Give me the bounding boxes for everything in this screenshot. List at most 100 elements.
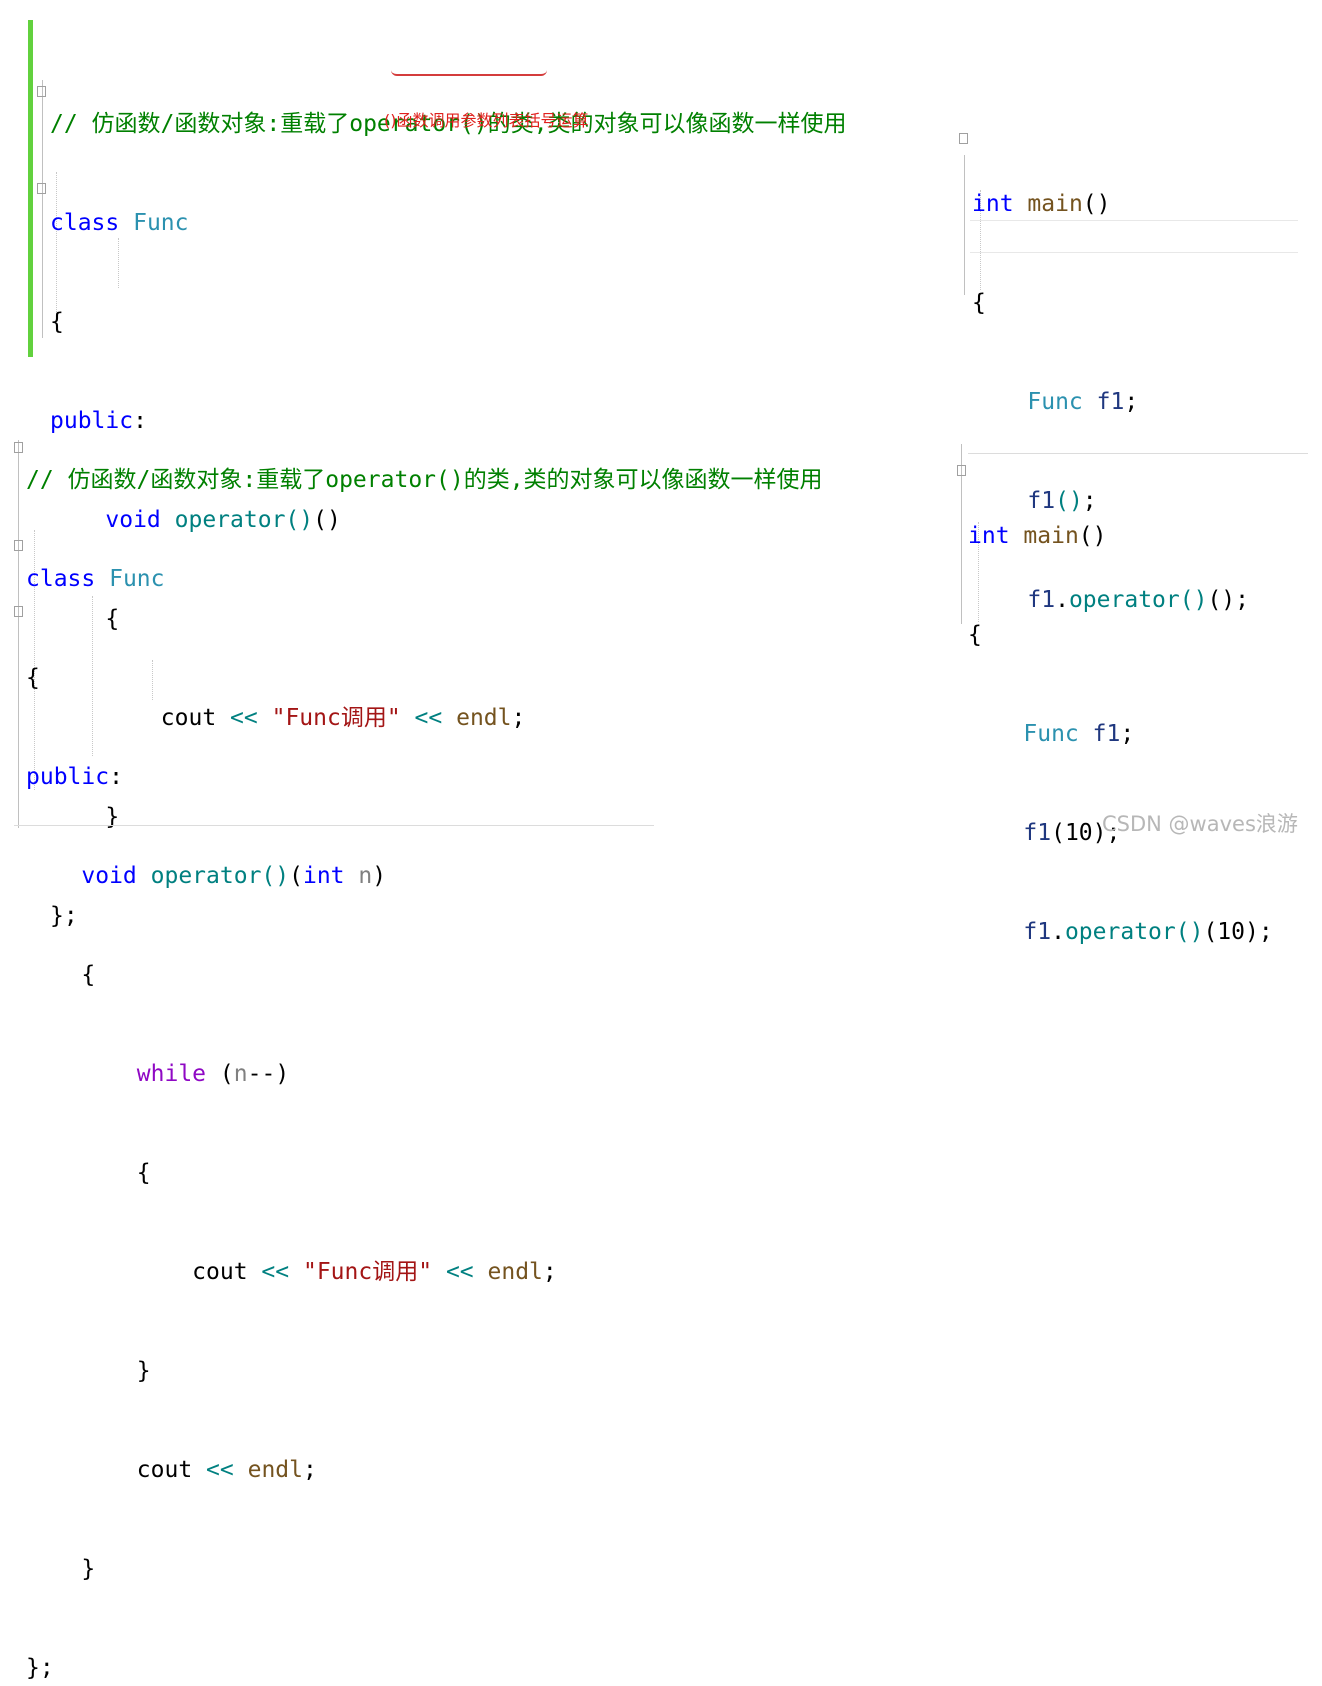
semicolon: ;	[511, 705, 526, 731]
operator-name: operator	[150, 863, 262, 889]
paren: (	[289, 863, 303, 889]
indent-guide	[34, 530, 35, 790]
paren: )	[275, 1061, 290, 1087]
colon: :	[133, 408, 147, 434]
operator-name: operator	[1064, 919, 1176, 945]
shift-op: <<	[230, 705, 258, 731]
call-parens: ()	[1055, 488, 1083, 514]
dot: .	[1051, 919, 1065, 945]
keyword-int: int	[972, 191, 1014, 217]
keyword-int: int	[968, 523, 1010, 549]
brace: {	[50, 309, 64, 335]
keyword-void: void	[81, 863, 137, 889]
code-line-func-close: }	[26, 1553, 823, 1586]
bottom-main-code: int main() { Func f1; f1(10); f1.operato…	[968, 454, 1273, 982]
var-name: f1	[1027, 488, 1056, 514]
code-line-while-close: }	[26, 1355, 823, 1388]
comment-text: // 仿函数/函数对象:重载了operator()的类,类的对象可以像函数一样使…	[26, 467, 823, 493]
underline-annotation	[391, 70, 547, 76]
cout-token: cout	[192, 1259, 248, 1285]
call-parens: ()	[1207, 587, 1236, 613]
watermark: CSDN @waves浪游	[1102, 812, 1298, 836]
param-name: n	[358, 863, 373, 889]
code-comment-line: // 仿函数/函数对象:重载了operator()的类,类的对象可以像函数一样使…	[50, 108, 847, 141]
semicolon: ;	[1124, 389, 1139, 415]
brace: }	[105, 804, 120, 830]
decrement-op: --	[247, 1061, 276, 1087]
top-main-code: int main() { Func f1; f1(); f1.operator(…	[972, 122, 1249, 650]
fold-toggle-while[interactable]	[14, 606, 23, 617]
indent-guide	[118, 238, 119, 288]
code-line-open-brace: {	[26, 662, 823, 695]
code-line-func-close: }	[50, 801, 847, 834]
semicolon: ;	[302, 1457, 317, 1483]
code-line-open: {	[968, 619, 1273, 652]
code-line-class: class Func	[50, 207, 847, 240]
cout-token: cout	[136, 1457, 193, 1483]
parens: ()	[1078, 523, 1107, 549]
gutter-line	[961, 444, 962, 624]
brace: };	[26, 1655, 54, 1681]
code-line-main: int main()	[968, 520, 1273, 553]
fold-toggle-class[interactable]	[37, 86, 46, 97]
gutter-line	[964, 155, 965, 295]
code-line-op-call: f1.operator()(10);	[968, 916, 1273, 949]
code-line-public: public:	[50, 405, 847, 438]
keyword-public: public	[50, 408, 134, 434]
code-comment-line: // 仿函数/函数对象:重载了operator()的类,类的对象可以像函数一样使…	[26, 464, 823, 497]
code-line-while-open: {	[26, 1157, 823, 1190]
type-name: Func	[1027, 389, 1083, 415]
keyword-class: class	[50, 210, 120, 236]
code-line-cout: cout << "Func调用" << endl;	[26, 1256, 823, 1289]
fold-toggle-main[interactable]	[957, 465, 966, 476]
class-name: Func	[109, 566, 165, 592]
endl-token: endl	[456, 705, 512, 731]
var-name: f1	[1096, 389, 1125, 415]
code-line-cout-endl: cout << endl;	[26, 1454, 823, 1487]
code-line-operator-decl: void operator()()	[50, 504, 847, 537]
type-name: Func	[1023, 721, 1079, 747]
code-line-class-close: };	[26, 1652, 823, 1685]
code-line-open-brace: {	[50, 306, 847, 339]
operator-parens: ()	[285, 507, 314, 533]
brace: {	[81, 962, 96, 988]
operator-parens: ()	[1175, 919, 1204, 945]
keyword-int: int	[302, 863, 345, 889]
param-list: ()	[313, 507, 341, 533]
var-name: f1	[1023, 820, 1052, 846]
cout-token: cout	[160, 705, 217, 731]
code-line-class: class Func	[26, 563, 823, 596]
paren: )	[372, 863, 387, 889]
code-line-public: public:	[26, 761, 823, 794]
bottom-class-code: // 仿函数/函数对象:重载了operator()的类,类的对象可以像函数一样使…	[26, 398, 823, 1686]
fold-toggle-operator[interactable]	[37, 183, 46, 194]
code-line-op-call: f1.operator()();	[972, 584, 1249, 617]
semicolon: ;	[1258, 919, 1273, 945]
main-name: main	[1027, 191, 1083, 217]
operator-parens: ()	[261, 863, 290, 889]
comment-text: // 仿函数/函数对象:重载了operator()的类,类的对象可以像函数一样使…	[50, 111, 847, 137]
var-name: f1	[1027, 587, 1056, 613]
fold-toggle-main[interactable]	[959, 133, 968, 144]
call-args: (10)	[1203, 919, 1259, 945]
semicolon: ;	[542, 1259, 557, 1285]
semicolon: ;	[1082, 488, 1097, 514]
keyword-void: void	[105, 507, 161, 533]
var-name: f1	[1023, 919, 1052, 945]
call-args: (10)	[1051, 820, 1107, 846]
keyword-public: public	[26, 764, 110, 790]
gutter-line	[18, 440, 19, 828]
brace: }	[136, 1358, 151, 1384]
class-name: Func	[133, 210, 189, 236]
paren: (	[219, 1061, 234, 1087]
editor-top-edge	[968, 453, 1308, 454]
indent-guide	[152, 660, 153, 700]
code-line-call: f1();	[972, 485, 1249, 518]
indent-guide	[978, 522, 979, 622]
fold-toggle-operator[interactable]	[14, 540, 23, 551]
fold-toggle-class[interactable]	[14, 442, 23, 453]
keyword-class: class	[26, 566, 96, 592]
operator-parens: ()	[1179, 587, 1208, 613]
indent-guide	[92, 596, 93, 756]
shift-op: <<	[261, 1259, 290, 1285]
